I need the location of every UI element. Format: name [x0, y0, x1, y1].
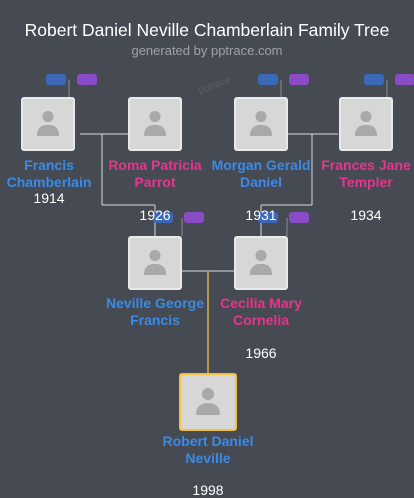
person-card-cecilia[interactable]: [234, 236, 288, 290]
person-name-frances[interactable]: Frances Jane Templer: [321, 157, 411, 190]
person-name-robert[interactable]: Robert Daniel Neville: [162, 433, 254, 466]
person-silhouette-icon: [143, 250, 167, 276]
expand-ancestor-button[interactable]: [77, 74, 97, 85]
expand-ancestor-button[interactable]: [184, 212, 204, 223]
page-title: Robert Daniel Neville Chamberlain Family…: [24, 20, 390, 40]
expand-ancestor-button[interactable]: [395, 74, 414, 85]
person-name-morgan[interactable]: Morgan Gerald Daniel: [211, 157, 311, 190]
expand-ancestor-button[interactable]: [289, 212, 309, 223]
person-year-cecilia: 1966: [245, 345, 277, 361]
person-year-robert: 1998: [192, 482, 224, 498]
person-card-roma[interactable]: [128, 97, 182, 151]
person-silhouette-icon: [249, 111, 273, 137]
person-silhouette-icon: [143, 111, 167, 137]
expand-ancestor-button[interactable]: [364, 74, 384, 85]
person-silhouette-icon: [36, 111, 60, 137]
person-name-cecilia[interactable]: Cecilia Mary Cornelia: [220, 295, 302, 328]
person-name-roma[interactable]: Roma Patricia Parrot: [108, 157, 202, 190]
expand-ancestor-button[interactable]: [153, 212, 173, 223]
expand-ancestor-button[interactable]: [289, 74, 309, 85]
person-name-neville[interactable]: Neville George Francis: [105, 295, 205, 328]
expand-ancestor-button[interactable]: [258, 212, 278, 223]
person-card-frances[interactable]: [339, 97, 393, 151]
person-year-roma: 1926: [139, 207, 171, 223]
person-year-francis: 1914: [33, 190, 65, 206]
person-silhouette-icon: [354, 111, 378, 137]
person-year-morgan: 1931: [245, 207, 277, 223]
expand-ancestor-button[interactable]: [46, 74, 66, 85]
person-card-neville[interactable]: [128, 236, 182, 290]
person-card-morgan[interactable]: [234, 97, 288, 151]
person-silhouette-icon: [196, 388, 220, 415]
expand-ancestor-button[interactable]: [258, 74, 278, 85]
person-year-frances: 1934: [350, 207, 382, 223]
person-name-francis[interactable]: Francis Chamberlain: [6, 157, 92, 190]
person-card-robert[interactable]: [179, 373, 237, 431]
person-silhouette-icon: [249, 250, 273, 276]
page-subtitle: generated by pptrace.com: [131, 43, 283, 58]
person-card-francis[interactable]: [21, 97, 75, 151]
